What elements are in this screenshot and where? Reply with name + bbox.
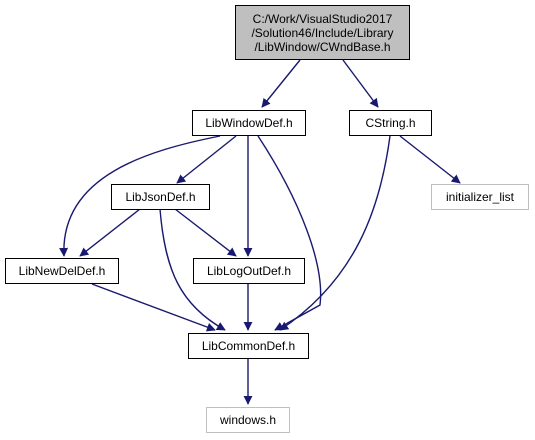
- edge-cstring-libcommondef: [279, 135, 391, 331]
- node-cwndbase-h[interactable]: C:/Work/VisualStudio2017 /Solution46/Inc…: [235, 5, 410, 60]
- node-libwindowdef-h[interactable]: LibWindowDef.h: [192, 110, 306, 136]
- node-label: LibCommonDef.h: [201, 339, 296, 353]
- edge-cstring-initializer-list: [399, 135, 461, 184]
- root-label-line-2: /Solution46/Include/Library: [251, 25, 394, 40]
- node-label: LibNewDelDef.h: [18, 264, 106, 278]
- node-label: LibLogOutDef.h: [206, 264, 292, 278]
- node-libjsondef-h[interactable]: LibJsonDef.h: [111, 184, 210, 210]
- node-label: windows.h: [219, 413, 277, 427]
- edge-libwindowdef-libjsondef: [176, 135, 237, 184]
- node-libcommondef-h[interactable]: LibCommonDef.h: [188, 333, 309, 359]
- edge-libnewdeldef-libcommondef: [91, 283, 216, 332]
- node-label: CString.h: [365, 116, 416, 130]
- root-label-line-1: C:/Work/VisualStudio2017: [252, 11, 393, 26]
- root-label-line-3: /LibWindow/CWndBase.h: [254, 39, 391, 54]
- edge-libwindowdef-libnewdeldef: [59, 135, 221, 257]
- edge-libwindowdef-libcommondef: [257, 135, 322, 331]
- node-liblogoutdef-h[interactable]: LibLogOutDef.h: [193, 258, 305, 284]
- node-label: LibJsonDef.h: [125, 190, 196, 204]
- node-initializer-list[interactable]: initializer_list: [431, 184, 529, 210]
- node-label: LibWindowDef.h: [205, 116, 293, 130]
- edge-libjsondef-libnewdeldef: [79, 208, 141, 257]
- edge-root-cstring: [342, 59, 379, 108]
- node-windows-h[interactable]: windows.h: [206, 407, 290, 433]
- node-cstring-h[interactable]: CString.h: [349, 110, 432, 136]
- edge-root-libwindowdef: [261, 59, 301, 108]
- node-libnewdeldef-h[interactable]: LibNewDelDef.h: [5, 258, 119, 284]
- edge-libjsondef-liblogoutdef: [174, 208, 237, 257]
- node-label: initializer_list: [445, 190, 515, 204]
- edge-libjsondef-libcommondef: [159, 208, 226, 331]
